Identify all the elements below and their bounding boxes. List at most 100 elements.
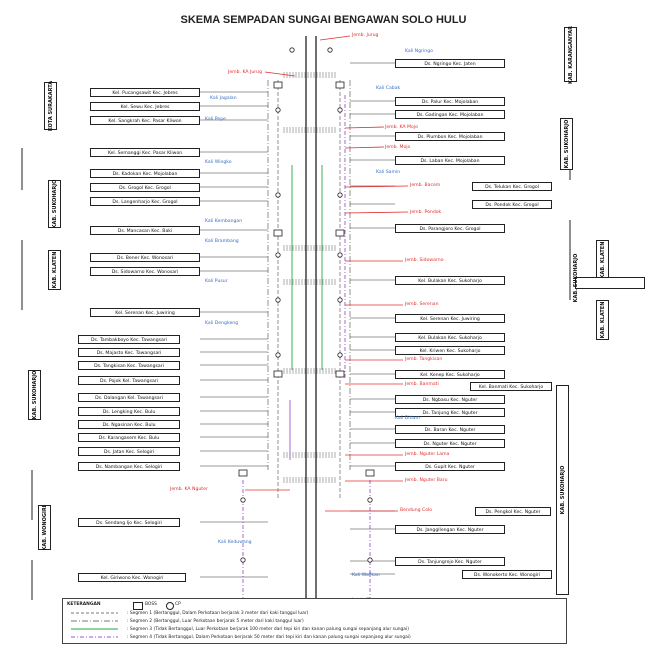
legend-seg1: : Segmen 1 (Bertanggul, Dalam Perkotaan … [127,611,309,616]
bridge-label: Jemb. Pondok [410,210,442,215]
region-box: KAB. KLATEN [596,240,609,280]
village-box: Kel. Semanggi Kec. Pasar Kliwon [90,148,200,157]
kali-label: Kali Kembangan [205,219,243,224]
boss-marker [238,469,248,477]
village-box: Kel. Kenep Kec. Sukoharjo [395,370,505,379]
village-box: Ds. Tanjungrejo Kec. Nguter [395,557,505,566]
boss-marker [273,81,283,89]
village-box: Ds. Karangasem Kec. Bulu [78,433,180,442]
bridge-label: Jemb. Nguter Baru [405,478,448,483]
cp-marker [289,47,295,53]
village-box: Ds. Nambangan Kec. Selogiri [78,462,180,471]
village-box: Kel. Kriwen Kec. Sukoharjo [395,346,505,355]
cp-marker [337,252,343,258]
region-label: KAB. KLATEN [599,241,606,279]
cp-marker [275,252,281,258]
kali-label: Kali Keduwang [218,540,252,545]
region-label: KAB. KARANGANYAR [567,25,574,84]
bridge-label: Jemb. Serenan [405,302,439,307]
village-box: Kel. Sewu Kec. Jebres [90,102,200,111]
cp-marker [367,557,373,563]
region-box: KAB. KARANGANYAR [564,25,577,84]
legend-seg2: : Segmen 2 (Bertanggul, Luar Perkotaan b… [127,619,304,624]
village-box: Ds. Ngasinan Kec. Bulu [78,420,180,429]
bridge-label: Jemb. Sidowarno [405,258,444,263]
cp-marker [275,297,281,303]
bridge-arrow [264,71,296,77]
village-box: Ds. Grogol Kec. Grogol [90,183,200,192]
diagram-title: SKEMA SEMPADAN SUNGAI BENGAWAN SOLO HULU [180,14,467,26]
cp-marker [327,47,333,53]
bridge-label: Jemb. KA Mojo [385,125,418,130]
region-box: KAB. SUKOHARJO [48,180,61,228]
region-box: KAB. WONOGIRI [38,505,51,550]
cp-marker [337,297,343,303]
boss-marker [273,229,283,237]
village-box: Kel. Serenan Kec. Juwiring [90,308,200,317]
legend-swatches [71,612,118,638]
village-box: Ds. Sendang Ijo Kec. Selogiri [78,518,180,527]
region-box: KAB. KLATEN [596,300,609,340]
village-box: Ds. Tanjung Kec. Nguter [395,408,505,417]
village-box: Ds. Gadingan Kec. Mojolaban [395,110,505,119]
village-box: Ds. Mancasan Kec. Baki [90,226,200,235]
village-box: Ds. Lengking Kec. Bulu [78,407,180,416]
cp-marker [275,107,281,113]
boss-marker [335,370,345,378]
village-box: Ds. Ngbasu Kec. Nguter [395,395,505,404]
village-box: Ds. Gupit Kec. Nguter [395,462,505,471]
kali-label: Kali Pusur [205,279,228,284]
bridge-label: Jemb. Banmati [405,382,439,387]
cp-marker [275,192,281,198]
bridge-label: Jemb. KA Nguter [170,487,208,492]
cp-marker [240,557,246,563]
bridge-arrow [344,146,385,149]
village-box: Kel. Serenan Kec. Juwiring [395,314,505,323]
cp-marker [337,352,343,358]
village-box: Ds. Dalangan Kel. Tawangsari [78,393,180,402]
boss-marker [273,370,283,378]
village-box: Ds. Pengkol Kec. Nguter [475,507,551,516]
region-box: KAB. SUKOHARJO [573,254,645,302]
region-label: KAB. SUKOHARJO [31,370,38,420]
village-box: Ds. Jatan Kec. Selogiri [78,447,180,456]
kali-label: Kali Ditlam [395,416,420,421]
bridge-label: Jemb. Jurug [352,33,379,38]
bridge-label: Jemb. Mojo [385,145,411,150]
village-box: Ds. Pondok Kec. Grogol [472,200,552,209]
cp-marker [337,192,343,198]
village-box: Ds. Kadokan Kec. Mojolaban [90,169,200,178]
region-label: KAB. SUKOHARJO [51,179,58,229]
village-box: Kel. Sangkrah Kec. Pasar Kliwon [90,116,200,125]
village-box: Ds. Baran Kec. Nguter [395,425,505,434]
boss-marker [335,81,345,89]
village-box: Ds. Langenharjo Kec. Grogol [90,197,200,206]
region-box: KOTA SURAKARTA [44,80,57,132]
village-box: Ds. Tangkisan Kec. Tawangsari [78,361,180,370]
legend-seg3: : Segmen 3 (Tidak Bertanggul, Luar Perko… [127,627,409,632]
kali-label: Kali Jagalan [210,96,237,101]
region-label: KOTA SURAKARTA [47,80,54,132]
cp-icon [166,602,174,610]
village-box: Kel. Pucangsawit Kec. Jebres [90,88,200,97]
village-box: Ds. Majasto Kec. Tawangsari [78,348,180,357]
village-box: Ds. Wonokerto Kec. Wonogiri [462,570,552,579]
village-box: Ds. Telukan Kec. Grogol [472,182,552,191]
village-box: Ds. Parangjoro Kec. Grogol [395,224,505,233]
region-box: KAB. KLATEN [48,250,61,290]
kali-label: Kali Walikan [352,573,380,578]
kali-label: Kali Brambang [205,239,239,244]
village-box: Ds. Laban Kec. Mojolaban [395,156,505,165]
region-box: KAB. SUKOHARJO [556,385,569,595]
village-box: Kel. Bulakan Kec. Sukoharjo [395,333,505,342]
village-box: Ds. Palur Kec. Mojolaban [395,97,505,106]
bridge-label: Bendung Colo [400,508,433,513]
legend-cp: CP [175,602,181,607]
bridge-arrow [319,35,351,41]
region-label: KAB. SUKOHARJO [559,465,566,515]
cp-marker [275,352,281,358]
kali-label: Kali Wingko [205,160,232,165]
region-label: KAB. SUKOHARJO [573,253,579,303]
